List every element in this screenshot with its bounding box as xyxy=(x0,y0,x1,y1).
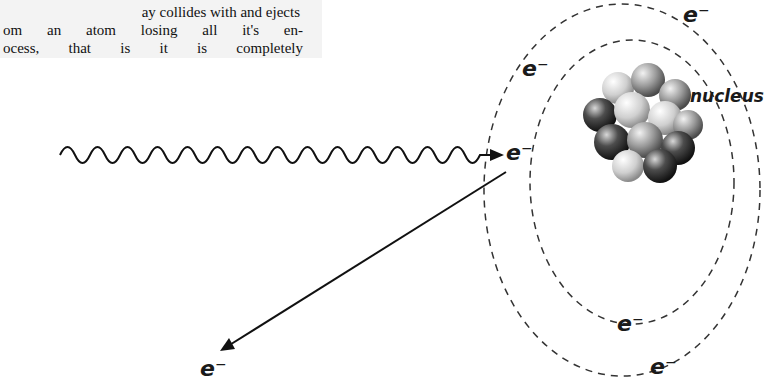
nucleus-spheres xyxy=(583,63,703,183)
electron-label: e⁻ xyxy=(200,357,227,381)
body-text: om an atom losing all it's en- xyxy=(3,21,303,39)
electron-label: e⁻ xyxy=(522,57,549,81)
text-ground xyxy=(0,0,322,58)
electron-label: e⁻ xyxy=(506,141,533,165)
photon-wave xyxy=(60,147,492,163)
ejection-arrowhead xyxy=(220,338,235,351)
ejection-line xyxy=(228,172,506,346)
electron-label: e⁻ xyxy=(650,355,677,379)
body-text: ay collides with and ejects xyxy=(0,3,300,21)
electron-label: e⁻ xyxy=(683,3,710,27)
nucleus-label: nucleus xyxy=(690,86,764,106)
electron-label: e⁻ xyxy=(617,312,644,336)
outer-orbit xyxy=(484,4,760,376)
inner-orbit xyxy=(530,40,734,324)
body-text: ocess, that is it is completely xyxy=(3,39,303,57)
photon-arrowhead xyxy=(490,149,504,161)
